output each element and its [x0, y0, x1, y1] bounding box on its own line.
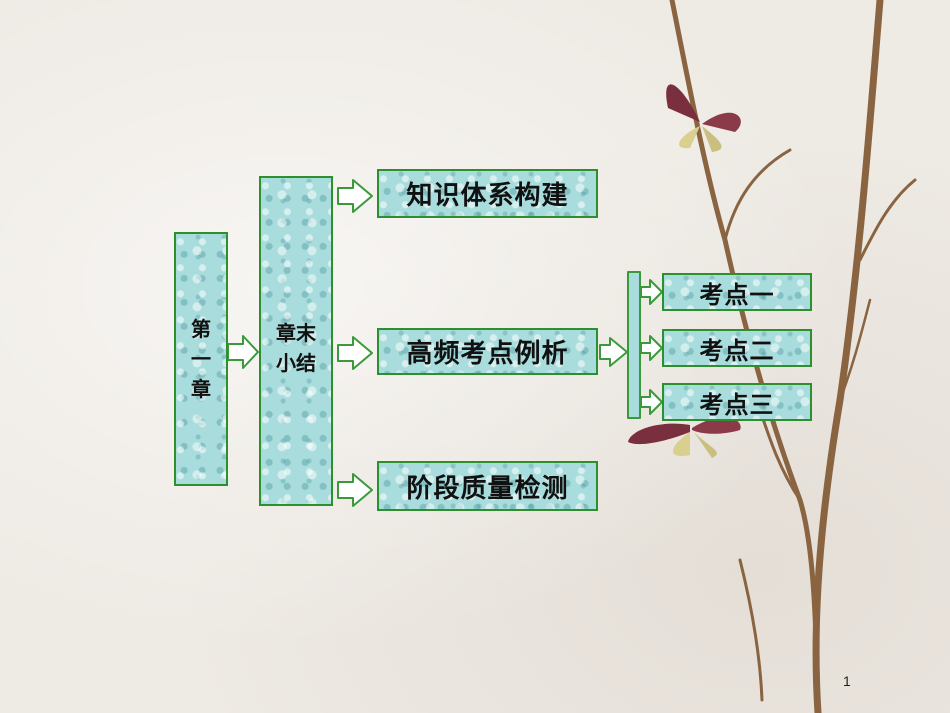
page-number: 1	[843, 673, 851, 689]
arrow-to-subpoints	[599, 337, 628, 367]
root-chapter-box: 第 一 章	[174, 232, 228, 486]
arrow-to-branch-1	[337, 179, 373, 213]
branch-knowledge-system: 知识体系构建	[377, 169, 598, 218]
butterfly-top-icon	[666, 84, 741, 152]
arrow-to-subpoint-1	[640, 279, 663, 305]
arrow-to-branch-2	[337, 336, 373, 370]
branch-frequent-points: 高频考点例析	[377, 328, 598, 375]
arrow-to-subpoint-2	[640, 335, 663, 361]
arrow-to-subpoint-3	[640, 389, 663, 415]
arrow-to-branch-3	[337, 473, 373, 507]
subpoint-bracket	[627, 271, 641, 419]
subpoint-1: 考点一	[662, 273, 812, 311]
subpoint-2: 考点二	[662, 329, 812, 367]
branch-stage-test: 阶段质量检测	[377, 461, 598, 511]
subpoint-3: 考点三	[662, 383, 812, 421]
arrow-root-to-summary	[227, 335, 259, 369]
chapter-summary-box: 章末 小结	[259, 176, 333, 506]
butterfly-bottom-icon	[628, 417, 741, 458]
